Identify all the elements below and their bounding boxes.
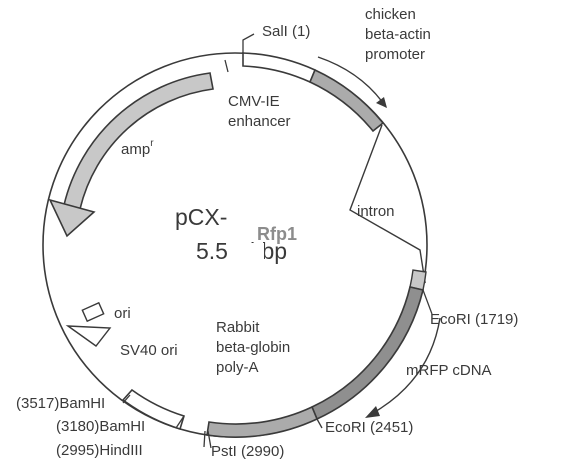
enhancer-label-line1: CMV-IE bbox=[228, 93, 280, 110]
bamhi-3180-leader bbox=[175, 415, 185, 429]
bamhi-3517-label: (3517)BamHI bbox=[16, 395, 105, 412]
cdna-direction-arrowhead bbox=[365, 406, 380, 418]
ecori-1719-leader bbox=[422, 289, 433, 315]
ecori-2451-label: EcoRI (2451) bbox=[325, 419, 413, 436]
enhancer-label-line2: enhancer bbox=[228, 113, 291, 130]
cmv-enhancer-segment bbox=[242, 52, 317, 84]
mrfp-cdna-segment bbox=[310, 286, 424, 421]
overlay-mask bbox=[240, 243, 264, 263]
ori-box bbox=[81, 301, 105, 323]
promoter-label-line3: promoter bbox=[365, 46, 425, 63]
ori-label: ori bbox=[114, 305, 131, 322]
polya-label-line3: poly-A bbox=[216, 359, 259, 376]
psti-leader bbox=[207, 430, 212, 449]
ampr-arrowhead bbox=[48, 198, 96, 238]
intron-label: intron bbox=[357, 203, 395, 220]
sall-label: SalI (1) bbox=[262, 23, 310, 40]
promoter-label-line2: beta-actin bbox=[365, 26, 431, 43]
promoter-label-line1: chicken bbox=[365, 6, 416, 23]
overlay-label: Rfp1 bbox=[257, 224, 297, 244]
bamhi-3517-leader bbox=[122, 394, 131, 404]
sv40-label: SV40 ori bbox=[120, 342, 178, 359]
sall-tick bbox=[242, 33, 255, 53]
sv40-segment bbox=[121, 388, 185, 431]
polya-label-line1: Rabbit bbox=[216, 319, 260, 336]
ecori-1719-label: EcoRI (1719) bbox=[430, 311, 518, 328]
cdna-label: mRFP cDNA bbox=[406, 362, 492, 379]
psti-label: PstI (2990) bbox=[211, 443, 284, 460]
promoter-segment bbox=[308, 68, 385, 133]
ori-arrow bbox=[65, 325, 112, 347]
cdna-direction-arc bbox=[372, 317, 441, 414]
hindiii-label: (2995)HindIII bbox=[56, 442, 143, 459]
promoter-direction-arrowhead bbox=[376, 97, 387, 108]
polya-segment bbox=[206, 405, 319, 438]
plasmid-name-line1: pCX- bbox=[175, 204, 227, 230]
polya-label-line2: beta-globin bbox=[216, 339, 290, 356]
hindiii-leader bbox=[203, 430, 206, 448]
bamhi-3180-label: (3180)BamHI bbox=[56, 418, 145, 435]
ecori-2451-leader bbox=[316, 418, 323, 429]
sall-marker bbox=[224, 59, 229, 73]
amp-label: ampr bbox=[121, 138, 154, 158]
